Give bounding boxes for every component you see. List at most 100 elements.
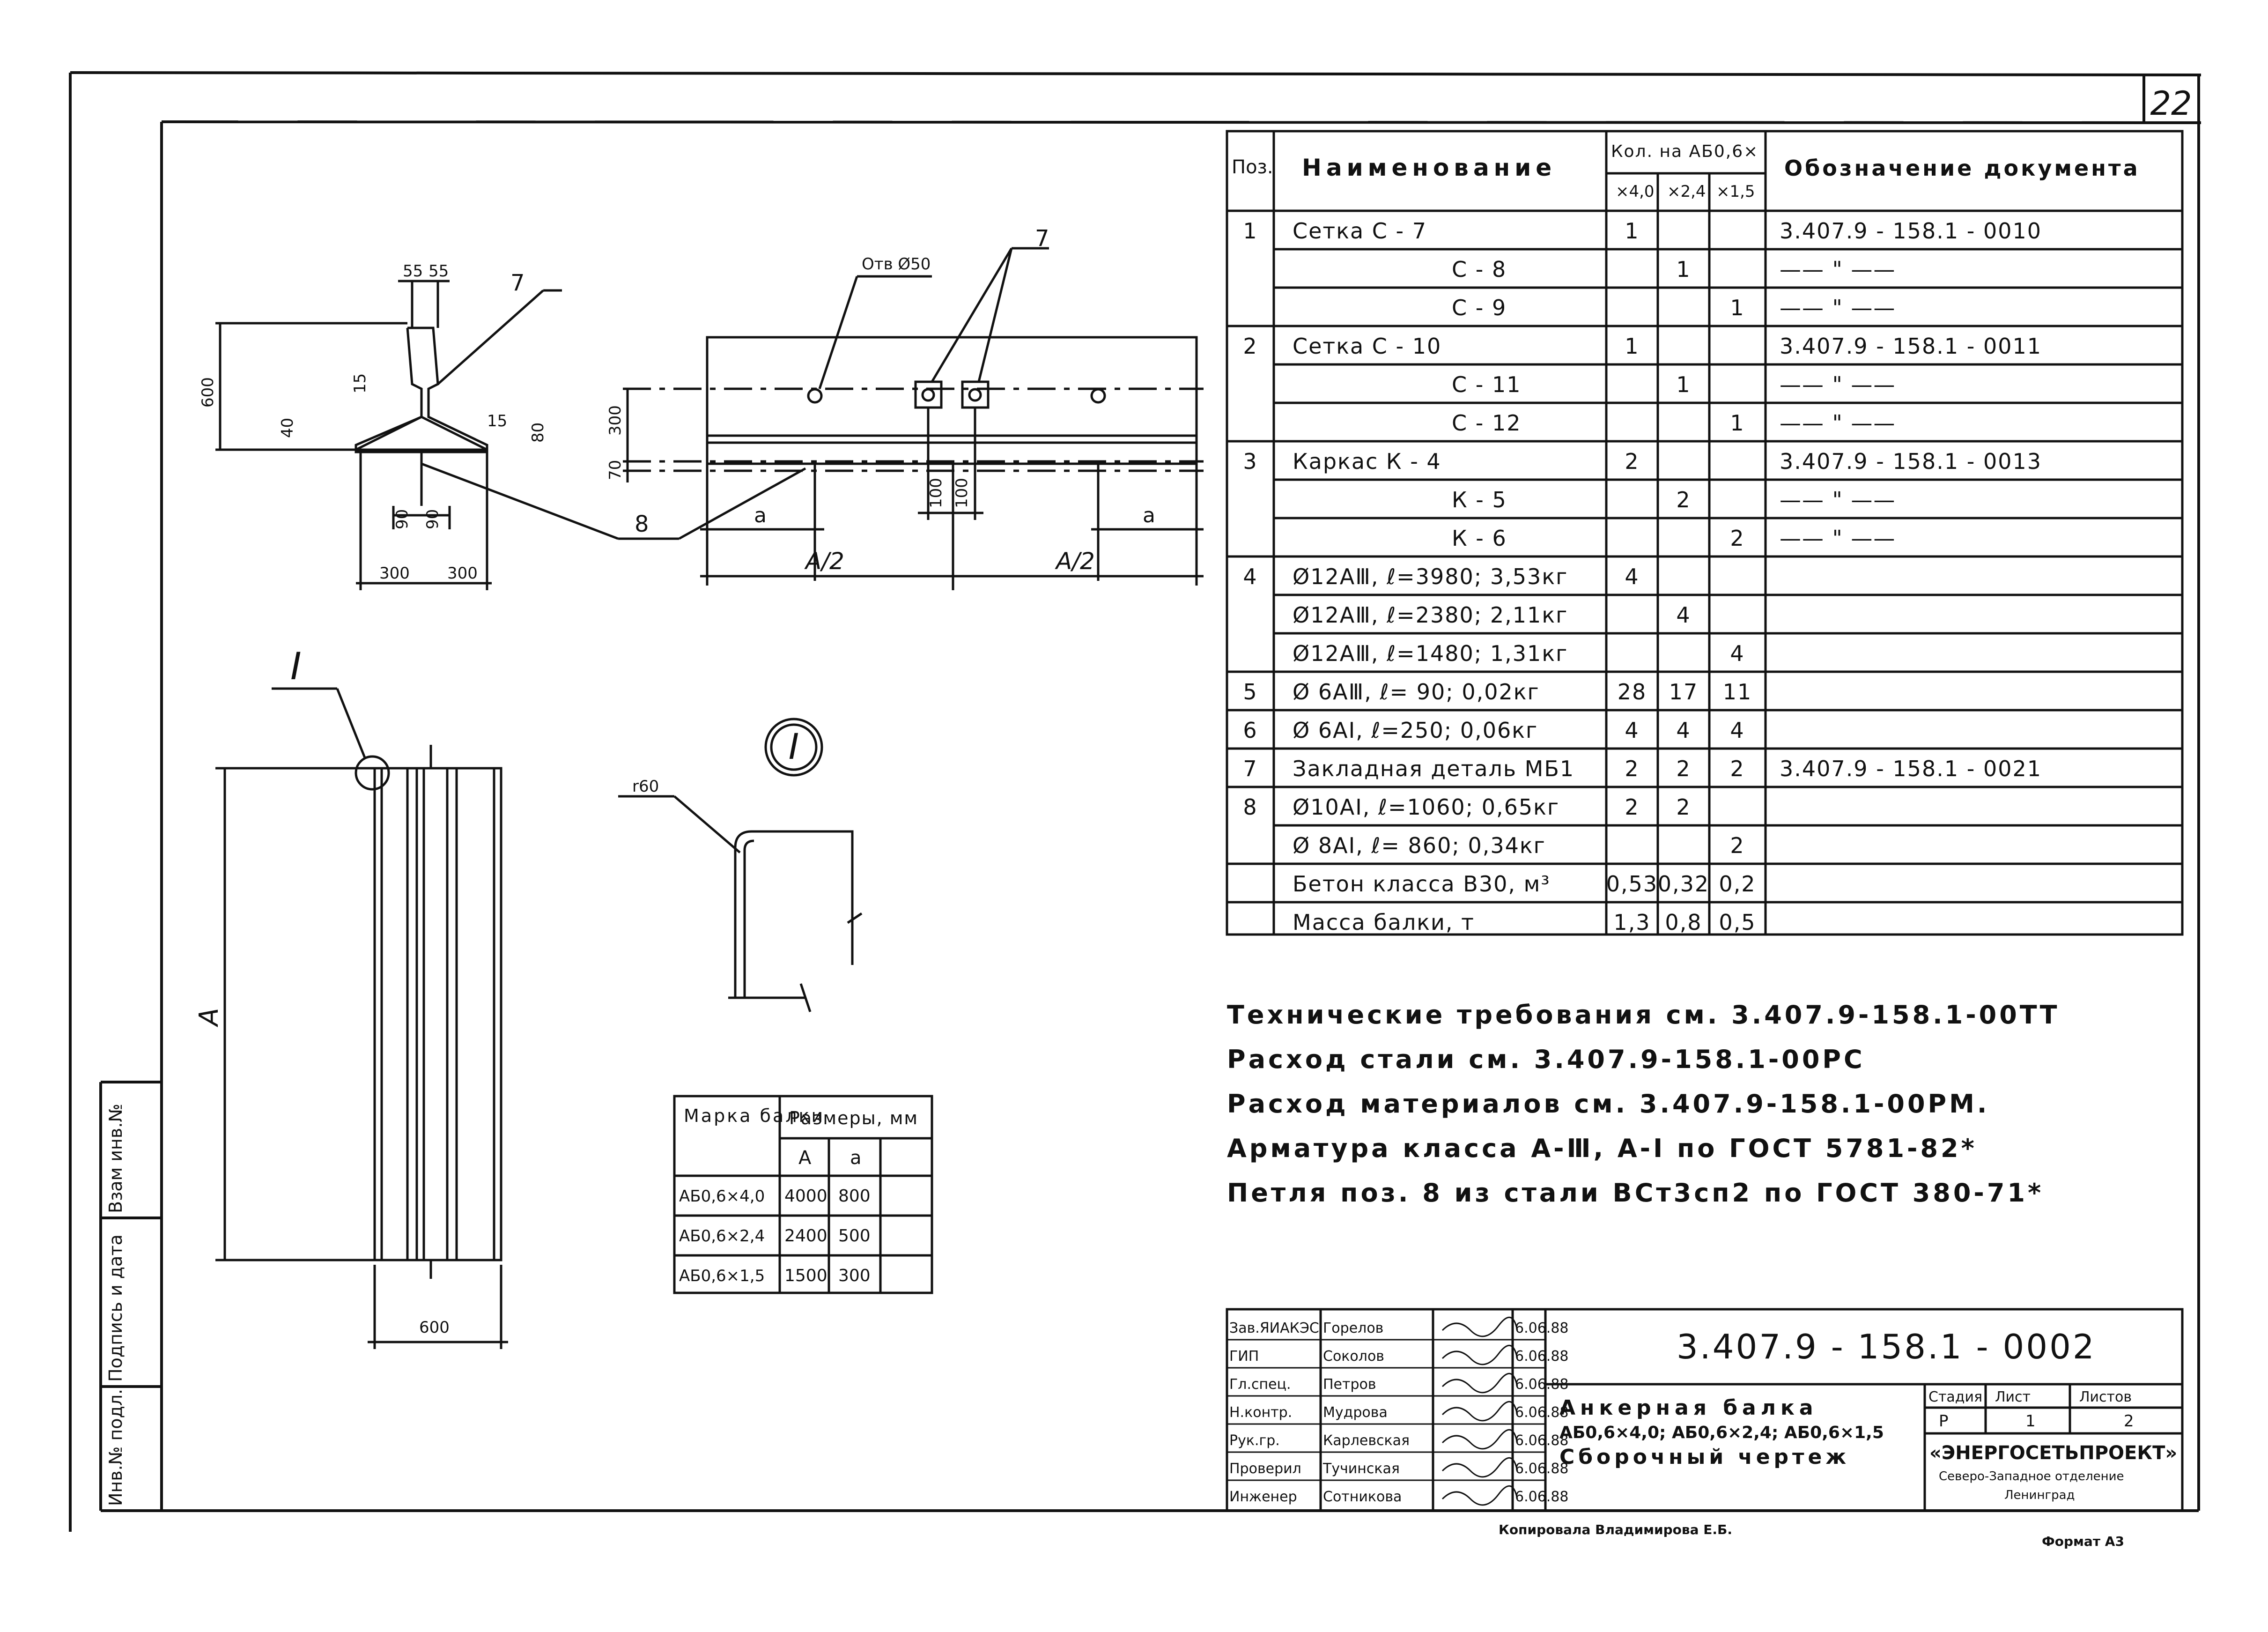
dim-a-left: а [754,504,767,527]
staff-role: ГИП [1229,1348,1259,1365]
staff-date: 6.06.88 [1515,1461,1569,1477]
spec-qty-3: 2 [1730,833,1744,858]
spec-h-name: Наименование [1302,154,1556,181]
stage-header: Стадия [1928,1389,1982,1405]
dims-h-a: А [798,1147,812,1169]
staff-name: Сотникова [1323,1489,1402,1505]
spec-qty-1: 2 [1625,756,1639,781]
sheet-value: 1 [2025,1412,2036,1431]
dim-70-el: 70 [606,460,625,480]
spec-pos: 4 [1243,564,1257,589]
spec-table-grid [1226,130,2184,936]
dims-a: 2400 [784,1226,827,1246]
format-label: Формат А3 [2042,1534,2124,1549]
spec-name: Сетка С - 10 [1293,334,1441,359]
spec-h-q2: ×2,4 [1667,182,1706,201]
dims-b: 800 [838,1187,871,1206]
spec-qty-1: 0,53 [1606,871,1658,897]
spec-qty-2: 4 [1676,602,1691,628]
staff-date: 6.06.88 [1515,1404,1569,1421]
org-name: «ЭНЕРГОСЕТЬПРОЕКТ» [1929,1442,2177,1464]
spec-name: Ø 8АⅠ, ℓ= 860; 0,34кг [1293,833,1546,858]
margin-sign-date: Подпись и дата [105,1234,126,1382]
signature [1441,1457,1518,1478]
doc-code: 3.407.9 - 158.1 - 0002 [1677,1327,2096,1366]
signature [1441,1485,1518,1506]
spec-name: Ø10АⅠ, ℓ=1060; 0,65кг [1293,794,1559,820]
plan-view [215,687,508,1349]
staff-date: 6.06.88 [1515,1489,1569,1505]
spec-qty-3: 2 [1730,756,1744,781]
spec-qty-1: 28 [1618,679,1647,705]
dim-100b-el: 100 [953,478,971,508]
title-block-grid [1226,1308,2184,1512]
spec-name: К - 6 [1452,526,1507,551]
spec-doc: 3.407.9 - 158.1 - 0021 [1780,756,2042,781]
spec-pos: 8 [1243,794,1257,820]
spec-pos: 6 [1243,718,1257,743]
dim-half-left: А/2 [804,548,844,575]
spec-doc: 3.407.9 - 158.1 - 0011 [1780,334,2042,359]
spec-name: С - 8 [1452,257,1507,282]
notes-block: Технические требования см. 3.407.9-158.1… [1227,1000,2057,1208]
spec-name: Ø 6АⅠ, ℓ=250; 0,06кг [1293,718,1538,743]
dims-a: 4000 [784,1187,827,1206]
note-line: Расход стали см. 3.407.9-158.1-00РС [1227,1045,1865,1074]
spec-pos: 3 [1243,449,1257,474]
staff-name: Горелов [1323,1320,1383,1336]
staff-name: Соколов [1323,1348,1384,1365]
stage-value: Р [1939,1412,1949,1431]
spec-qty-1: 1,3 [1613,910,1650,935]
spec-qty-2: 1 [1676,372,1691,397]
sheets-header: Листов [2079,1389,2132,1405]
spec-qty-3: 1 [1730,295,1744,320]
spec-qty-3: 4 [1730,718,1744,743]
staff-date: 6.06.88 [1515,1432,1569,1449]
staff-row-lines [1227,1339,1545,1481]
spec-qty-1: 1 [1625,334,1639,359]
dim-width-600: 600 [419,1318,450,1337]
cs-leader-7: 7 [510,270,525,296]
spec-qty-2: 2 [1676,794,1691,820]
dim-length-A: А [194,1008,224,1027]
drawing-title: Анкерная балка [1559,1396,1818,1420]
dim-300b: 300 [447,564,478,583]
dim-half-right: А/2 [1055,548,1095,575]
detail-label: Ⅰ [789,726,799,767]
spec-doc: —— " —— [1780,410,1896,436]
org-sub1: Северо-Западное отделение [1939,1469,2124,1484]
spec-qty-1: 2 [1625,794,1639,820]
note-line: Арматура класса А-Ⅲ, А-Ⅰ по ГОСТ 5781-82… [1227,1134,1977,1163]
spec-name: С - 9 [1452,295,1507,320]
spec-qty-2: 17 [1669,679,1699,705]
sheet-number: 22 [2150,84,2192,123]
dim-40: 40 [278,418,297,438]
spec-qty-1: 1 [1625,218,1639,244]
spec-name: Ø12АⅢ, ℓ=3980; 3,53кг [1293,564,1568,589]
spec-qty-1: 4 [1625,718,1639,743]
spec-name: Масса балки, т [1293,910,1475,935]
spec-doc: —— " —— [1780,526,1896,551]
spec-name: Каркас К - 4 [1293,449,1441,474]
dim-100a-el: 100 [927,478,946,508]
signature [1441,1401,1518,1422]
staff-role: Н.контр. [1229,1404,1292,1421]
staff-date: 6.06.88 [1515,1320,1569,1336]
staff-role: Инженер [1229,1489,1297,1505]
spec-qty-2: 2 [1676,487,1691,512]
dim-15b: 15 [487,412,507,430]
spec-qty-2: 4 [1676,718,1691,743]
spec-qty-2: 1 [1676,257,1691,282]
dims-h2: Размеры, мм [789,1108,918,1128]
spec-doc: 3.407.9 - 158.1 - 0010 [1780,218,2042,244]
spec-h-q3: ×1,5 [1716,182,1755,201]
sheet-frame [69,71,2202,1532]
dim-600: 600 [199,377,217,408]
staff-role: Зав.ЯИАКЭС [1229,1320,1319,1336]
dim-300a: 300 [379,564,410,583]
note-line: Петля поз. 8 из стали ВСт3сп2 по ГОСТ 38… [1227,1178,2044,1208]
staff-name: Карлевская [1323,1432,1410,1449]
